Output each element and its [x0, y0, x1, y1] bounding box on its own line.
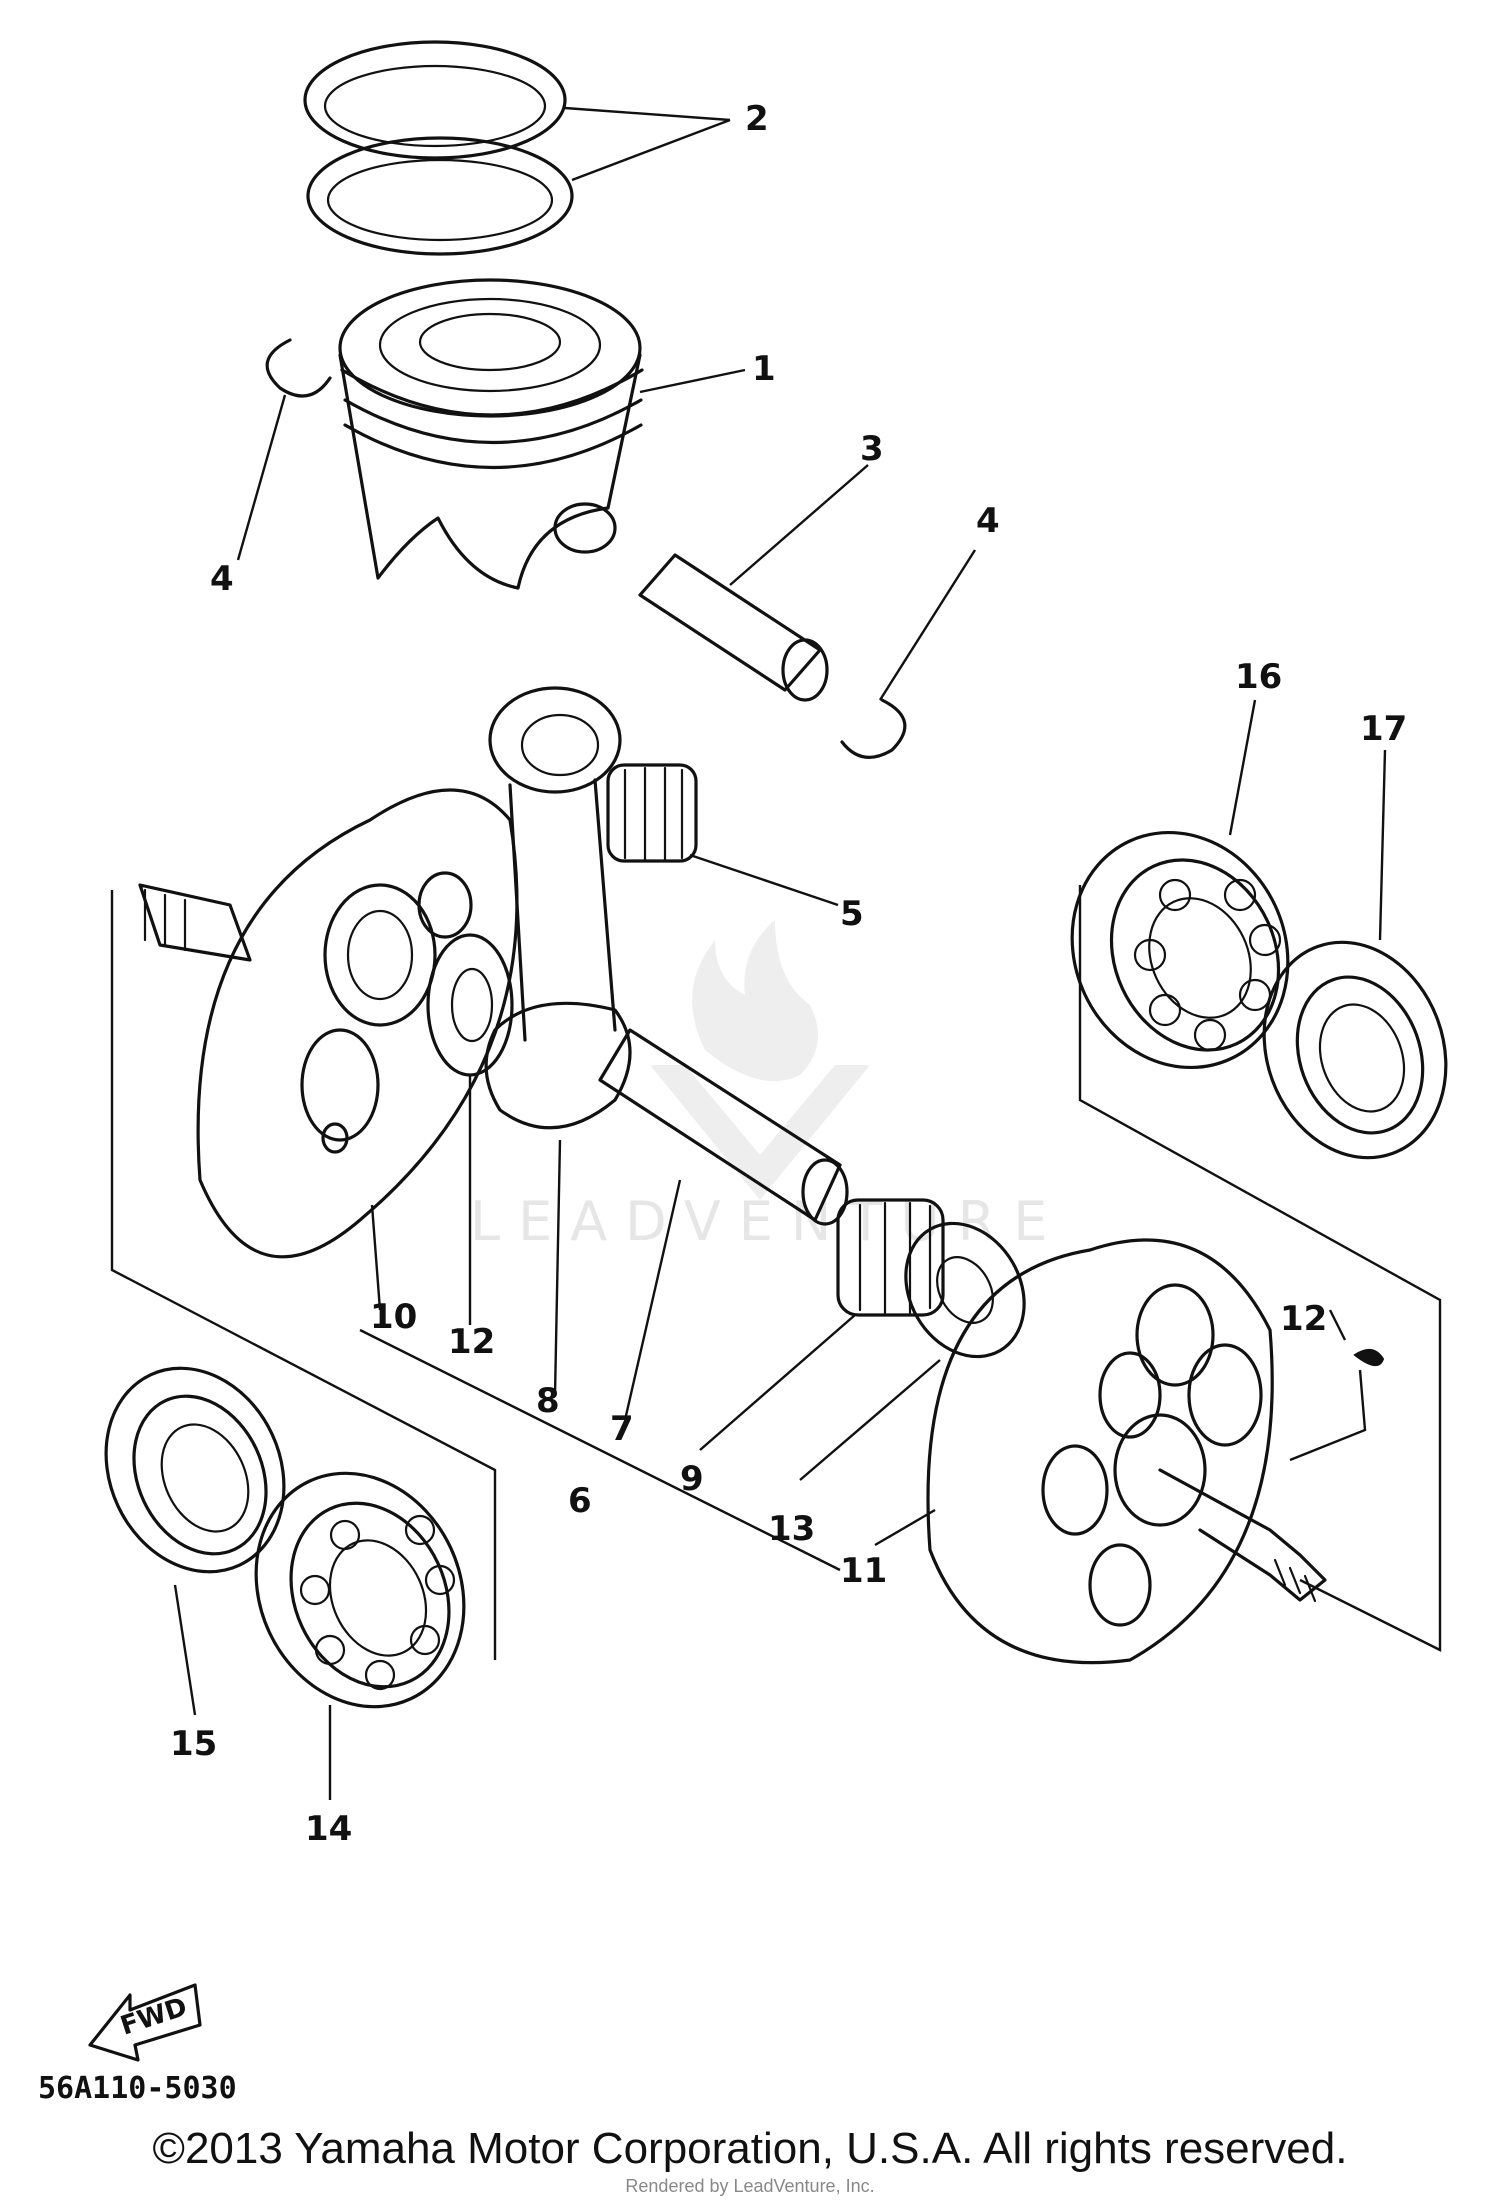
callout-11: 9: [680, 1459, 704, 1499]
callout-16: 14: [305, 1809, 352, 1849]
callout-4-left: 4: [210, 559, 234, 599]
callout-7: 11: [840, 1551, 887, 1591]
callout-14: 17: [1360, 709, 1407, 749]
crank-pin: [598, 1028, 849, 1421]
diagram-code: 56A110-5030: [38, 2071, 237, 2106]
crank-bearing-right: [1070, 699, 1290, 1070]
callout-6: 6: [568, 1481, 592, 1521]
crank-bearing-left: [254, 1471, 466, 1800]
callout-4-right: 4: [976, 501, 1000, 541]
thrust-washer-left: [426, 933, 514, 1325]
copyright-notice: ©2013 Yamaha Motor Corporation, U.S.A. A…: [152, 2124, 1348, 2173]
watermark-text: LEADVENTURE: [470, 1190, 1065, 1253]
callout-1: 1: [752, 349, 776, 389]
callout-5: 5: [840, 894, 864, 934]
callout-2: 2: [745, 99, 769, 139]
callout-17: 15: [170, 1724, 217, 1764]
small-end-bearing: [606, 763, 839, 907]
callout-12-right: 13: [768, 1509, 815, 1549]
thrust-washer-right: [799, 1221, 1026, 1481]
callout-8: 10: [370, 1297, 417, 1337]
piston-pin-clip-left: [236, 338, 332, 561]
assembly-bracket-lines: [110, 885, 1442, 1660]
piston-rings: [303, 40, 731, 256]
callout-9: 7: [610, 1409, 634, 1449]
rendered-by-notice: Rendered by LeadVenture, Inc.: [625, 2176, 875, 2196]
callout-3: 3: [860, 429, 884, 469]
watermark-logo: LEADVENTURE: [470, 920, 1065, 1253]
callout-15: 12: [1280, 1299, 1327, 1339]
oil-seal-right: [1262, 749, 1448, 1160]
piston-pin-clip-right: [840, 549, 977, 759]
callout-10: 8: [536, 1381, 560, 1421]
callout-12-left: 12: [448, 1322, 495, 1362]
fwd-arrow-icon: FWD: [88, 1983, 202, 2062]
crank-half-right: [874, 1238, 1327, 1665]
woodruff-key: [1289, 1309, 1385, 1462]
oil-seal-left: [104, 1366, 286, 1716]
crank-half-left: [138, 788, 519, 1311]
callout-13: 16: [1235, 657, 1282, 697]
piston: [338, 278, 746, 590]
big-end-bearing: [699, 1198, 945, 1451]
piston-pin: [638, 464, 869, 702]
crankshaft-piston-exploded-view: LEADVENTURE: [38, 40, 1448, 2106]
